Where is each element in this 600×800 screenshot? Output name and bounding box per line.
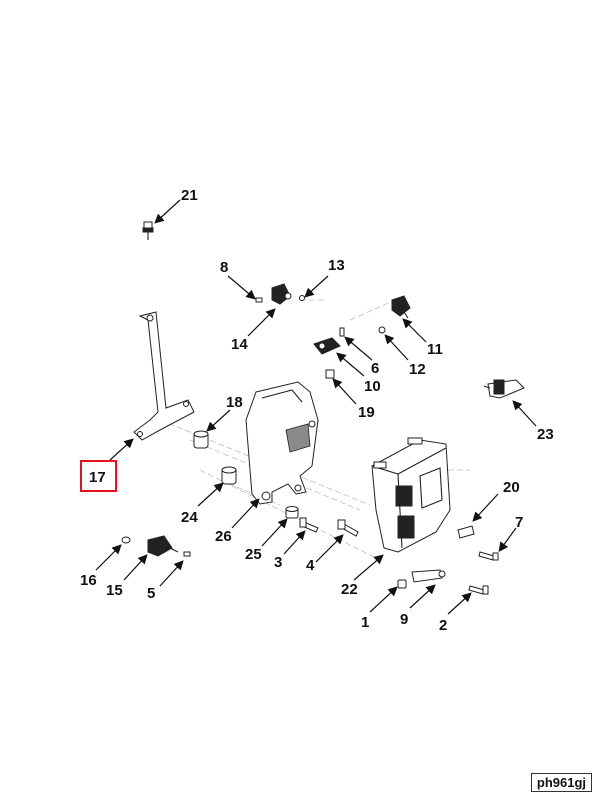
callout-12: 12 <box>409 361 426 378</box>
diagram-code: ph961gj <box>530 773 592 792</box>
part-16-oring <box>121 536 131 544</box>
callout-22: 22 <box>341 581 358 598</box>
part-14-sensor <box>271 283 292 305</box>
callout-17: 17 <box>89 469 106 486</box>
part-23-sensor <box>483 379 525 399</box>
callout-labels: 21 8 13 14 6 10 19 11 12 23 18 17 24 26 … <box>80 187 554 634</box>
callout-26: 26 <box>215 528 232 545</box>
part-11-sensor <box>391 295 411 319</box>
callout-6: 6 <box>371 360 379 377</box>
part-7-bolt <box>478 551 499 561</box>
leader-lines <box>95 199 537 615</box>
part-22-ecm <box>371 437 451 553</box>
callout-2: 2 <box>439 617 447 634</box>
callout-15: 15 <box>106 582 123 599</box>
callout-8: 8 <box>220 259 228 276</box>
part-24-bushing <box>221 466 237 485</box>
callout-23: 23 <box>537 426 554 443</box>
callout-25: 25 <box>245 546 262 563</box>
callout-11: 11 <box>427 341 443 358</box>
part-20-label <box>457 525 475 539</box>
callout-18: 18 <box>226 394 243 411</box>
callout-13: 13 <box>328 257 345 274</box>
part-26-ecm-bracket <box>245 381 319 505</box>
callout-10: 10 <box>364 378 381 395</box>
callout-3: 3 <box>274 554 282 571</box>
highlight-box <box>80 460 117 492</box>
part-2-bolt <box>468 585 489 595</box>
part-12-oring <box>378 326 386 334</box>
part-19-clip <box>325 369 335 379</box>
part-21-sensor <box>142 221 154 240</box>
callout-14: 14 <box>231 336 248 353</box>
callout-5: 5 <box>147 585 155 602</box>
callout-24: 24 <box>181 509 198 526</box>
callout-4: 4 <box>306 557 315 574</box>
callout-20: 20 <box>503 479 520 496</box>
part-3-bolt <box>299 517 319 533</box>
callout-16: 16 <box>80 572 97 589</box>
part-6-screw <box>339 327 345 337</box>
part-18-bushing <box>193 430 209 449</box>
part-1-nut <box>397 579 407 589</box>
part-13-clip <box>299 295 305 301</box>
callout-21: 21 <box>181 187 198 204</box>
part-9-harness-clip <box>411 569 446 583</box>
callout-1: 1 <box>361 614 369 631</box>
part-5-bolt <box>183 551 191 557</box>
part-15-sensor <box>147 535 179 557</box>
part-10-sensor <box>313 337 341 355</box>
callout-7: 7 <box>515 514 523 531</box>
callout-9: 9 <box>400 611 408 628</box>
part-17-bracket <box>133 311 195 441</box>
callout-19: 19 <box>358 404 375 421</box>
part-25-nut <box>285 506 299 519</box>
part-4-bolt <box>337 519 359 537</box>
part-8-screw <box>255 297 263 303</box>
